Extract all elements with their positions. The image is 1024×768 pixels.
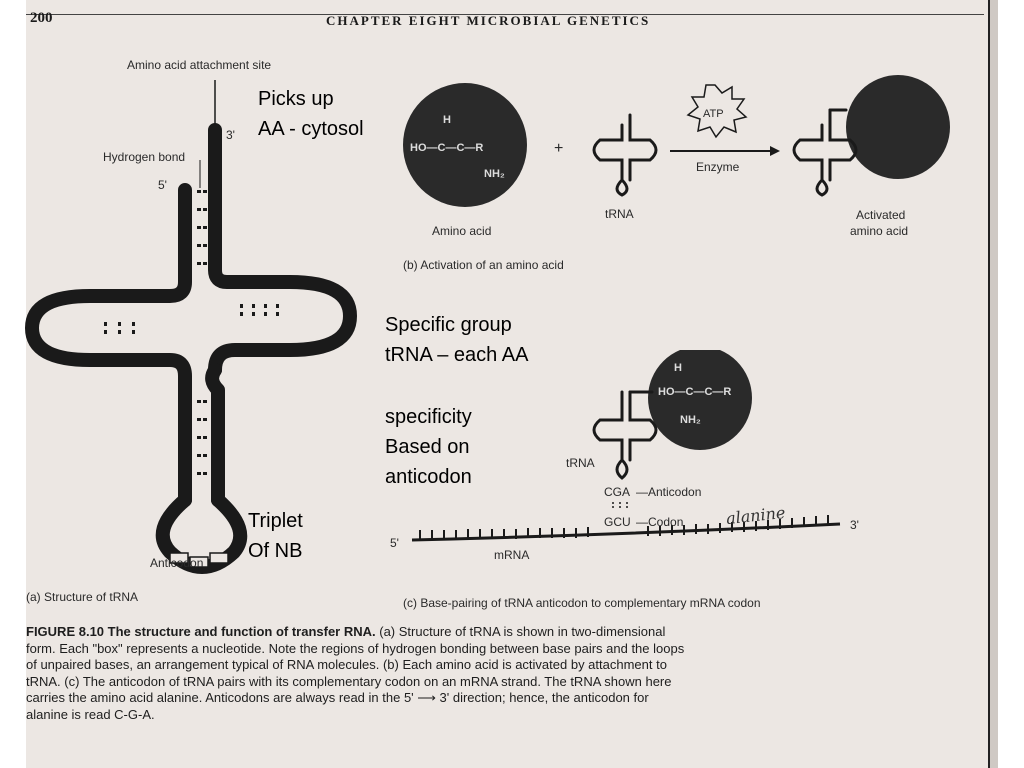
- amino-acid-sphere: [403, 83, 527, 207]
- molecule-c-formula: HO—C—C—R: [658, 386, 732, 398]
- trna-label-b: tRNA: [605, 207, 634, 221]
- atp-label: ATP: [703, 108, 724, 120]
- page-edge: [988, 0, 998, 768]
- anticodon-nucleotide-2: [189, 556, 209, 568]
- five-prime-label: 5': [158, 178, 167, 192]
- chapter-title: CHAPTER EIGHT MICROBIAL GENETICS: [326, 13, 651, 28]
- amino-acid-label: Amino acid: [432, 224, 492, 238]
- anticodon-nucleotide-1: [169, 552, 189, 564]
- mrna-ticks: [419, 515, 829, 540]
- base-pairing-diagram: [411, 350, 841, 542]
- note-specific-group: Specific group tRNA – each AA: [385, 310, 528, 370]
- activated-label-1: Activated: [856, 208, 906, 222]
- figure-label: FIGURE 8.10: [26, 624, 105, 639]
- anticodon-stem-right: [205, 363, 225, 507]
- three-prime-c: 3': [850, 518, 859, 532]
- activated-amino-acid-sphere: [846, 75, 950, 179]
- trna-icon-c: [592, 390, 658, 480]
- atp-burst: [686, 84, 748, 139]
- trna-label-c: tRNA: [566, 456, 595, 470]
- figure-title: The structure and function of transfer R…: [107, 624, 376, 639]
- activated-label-2: amino acid: [850, 224, 909, 238]
- anticodon-label-c: —Anticodon: [636, 485, 702, 499]
- panel-c-caption: (c) Base-pairing of tRNA anticodon to co…: [403, 596, 761, 610]
- note-specificity-line2: Based on: [385, 436, 470, 458]
- plus-sign: +: [554, 140, 564, 157]
- anticodon-label: Anticodon: [150, 556, 204, 570]
- cga-label: CGA: [604, 485, 631, 499]
- enzyme-label: Enzyme: [696, 160, 740, 174]
- panel-b-caption: (b) Activation of an amino acid: [403, 258, 564, 272]
- note-picks-up-line1: Picks up: [258, 88, 334, 110]
- molecule-nh2: NH₂: [484, 168, 505, 180]
- mrna-label: mRNA: [494, 548, 530, 562]
- acceptor-stem-5prime: [25, 183, 192, 507]
- page-number: 200: [30, 10, 53, 26]
- note-specific-line1: Specific group: [385, 314, 512, 336]
- trna-structure-diagram: [25, 80, 357, 574]
- note-specificity: specificity Based on anticodon: [385, 402, 472, 492]
- figure-caption-body: (a) Structure of tRNA is shown in two-di…: [26, 624, 685, 722]
- panel-a-caption: (a) Structure of tRNA: [26, 590, 139, 604]
- note-picks-up-line2: AA - cytosol: [258, 118, 364, 140]
- anticodon-nucleotide-3: [209, 552, 229, 564]
- molecule-h: H: [443, 114, 451, 126]
- note-triplet: Triplet Of NB: [248, 506, 303, 566]
- note-specific-line2: tRNA – each AA: [385, 344, 529, 366]
- five-prime-c: 5': [390, 536, 399, 550]
- molecule-c-nh2: NH₂: [680, 414, 701, 426]
- activated-trna-icon: [792, 108, 858, 197]
- activation-diagram: [403, 75, 950, 207]
- note-specificity-line1: specificity: [385, 406, 472, 428]
- attachment-site-label: Amino acid attachment site: [127, 58, 272, 72]
- reaction-arrowhead: [770, 146, 780, 156]
- figure-caption: FIGURE 8.10 The structure and function o…: [26, 624, 686, 724]
- note-picks-up: Picks up AA - cytosol: [258, 84, 364, 144]
- molecule-c-h: H: [674, 362, 682, 374]
- note-specificity-line3: anticodon: [385, 466, 472, 488]
- note-triplet-line2: Of NB: [248, 540, 303, 562]
- trna-icon: [592, 113, 658, 197]
- three-prime-label: 3': [226, 128, 235, 142]
- header-rule: [26, 14, 984, 15]
- molecule-formula: HO—C—C—R: [410, 142, 484, 154]
- acceptor-stem-3prime: [208, 123, 357, 377]
- alanine-sphere: [648, 350, 752, 450]
- codon-label: —Codon: [636, 515, 684, 529]
- note-triplet-line1: Triplet: [248, 510, 303, 532]
- gcu-label: GCU: [604, 515, 631, 529]
- hydrogen-bond-label: Hydrogen bond: [103, 150, 186, 164]
